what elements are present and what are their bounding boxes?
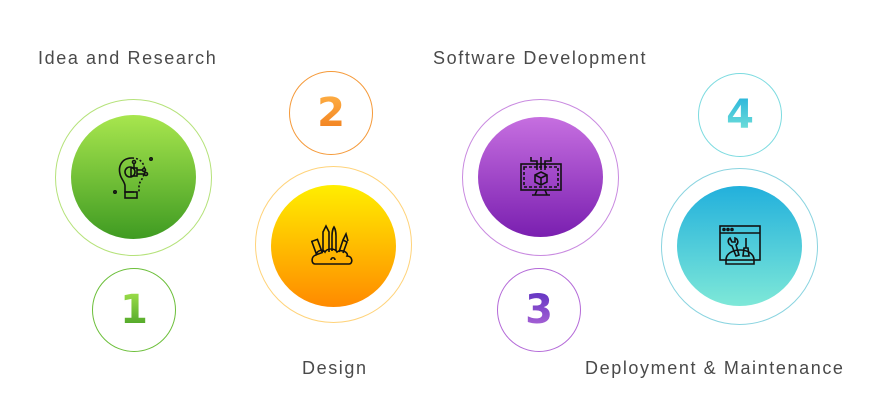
step-2-title: Design: [302, 358, 368, 378]
art-supplies-icon: [310, 224, 353, 265]
step-4-title: Deployment & Maintenance: [585, 358, 845, 378]
step-2-number: 2: [317, 90, 345, 136]
step-3-circle: [478, 117, 603, 237]
step-4-number-badge: 4: [698, 73, 782, 157]
step-2-circle: [271, 185, 396, 307]
step-1-title: Idea and Research: [38, 48, 218, 68]
lightbulb-gear-icon: [112, 156, 153, 199]
step-4-circle: [677, 186, 802, 306]
step-1-number-badge: 1: [92, 268, 176, 352]
step-4-number: 4: [726, 92, 754, 138]
step-2-number-badge: 2: [289, 71, 373, 155]
step-3-title: Software Development: [433, 48, 648, 68]
step-1-circle: [71, 115, 196, 239]
browser-tools-icon: [718, 225, 761, 265]
monitor-cube-icon: [519, 157, 562, 196]
step-3-number-badge: 3: [497, 268, 581, 352]
step-3-number: 3: [525, 287, 553, 333]
step-1-number: 1: [120, 287, 148, 333]
